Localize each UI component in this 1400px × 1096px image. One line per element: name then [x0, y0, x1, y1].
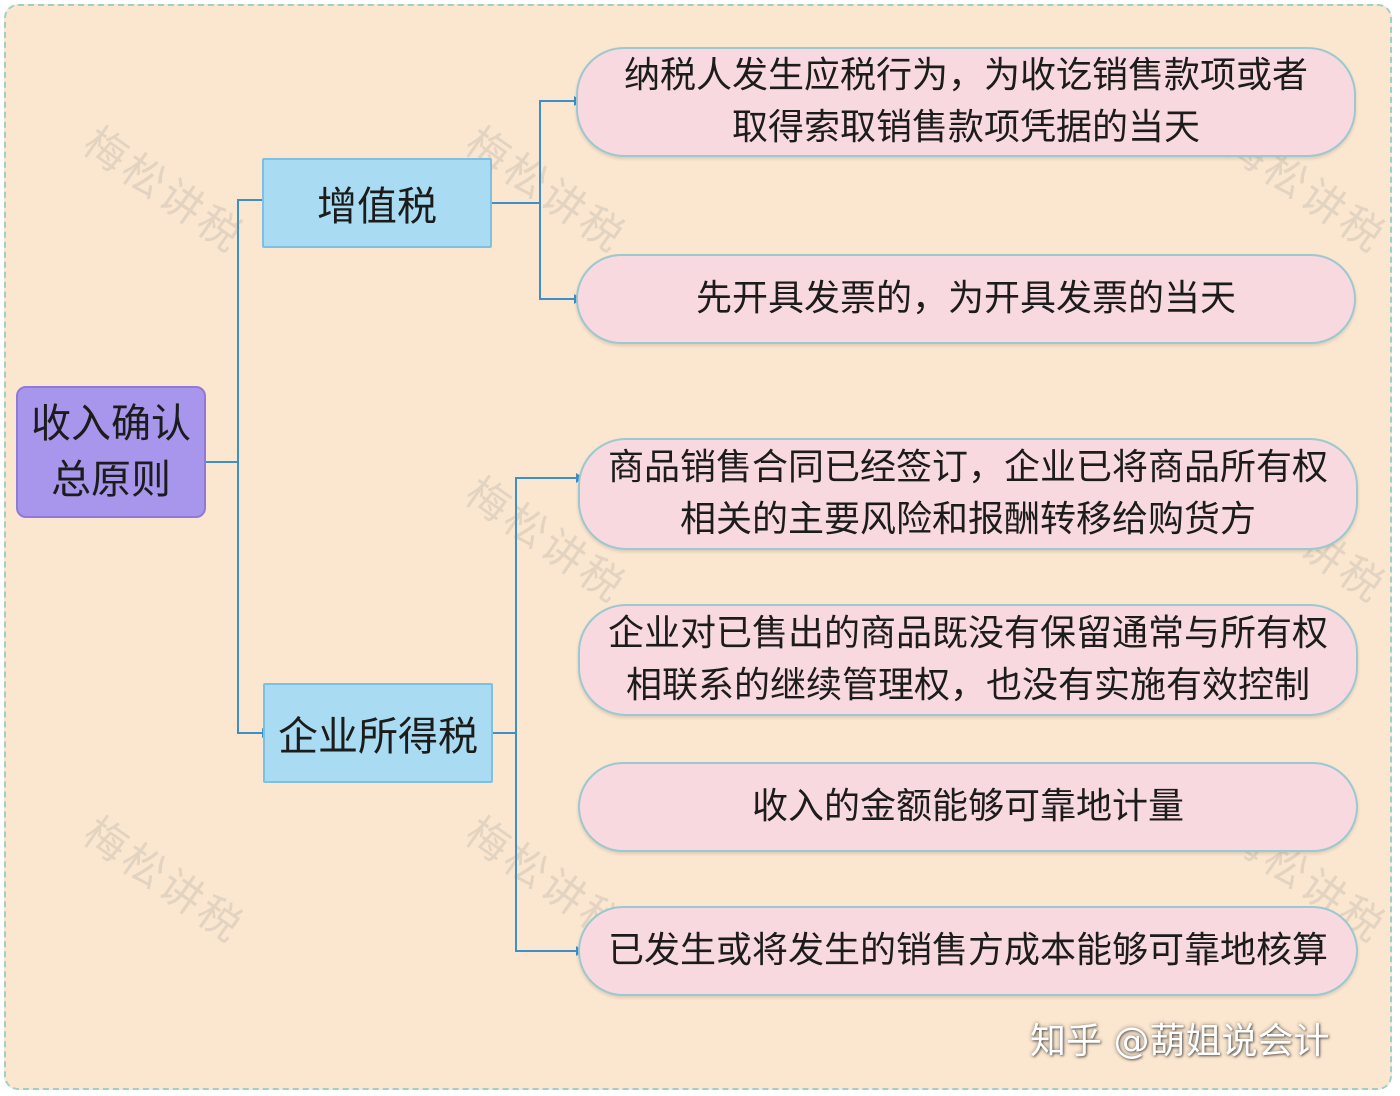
branch-node-vat: 增值税	[262, 158, 492, 248]
leaf-node-cit-3: 收入的金额能够可靠地计量	[578, 762, 1358, 852]
connector-root-to-cit	[237, 462, 262, 734]
leaf-node-cit-1: 商品销售合同已经签订，企业已将商品所有权 相关的主要风险和报酬转移给购货方	[578, 438, 1358, 550]
connector-root-to-vat	[206, 199, 262, 463]
leaf-node-vat-1: 纳税人发生应税行为，为收讫销售款项或者 取得索取销售款项凭据的当天	[576, 47, 1356, 157]
connector-vat-to-leaf-1	[492, 100, 574, 204]
leaf-node-cit-2: 企业对已售出的商品既没有保留通常与所有权 相联系的继续管理权，也没有实施有效控制	[578, 604, 1358, 716]
connector-cit-to-leaf-1	[493, 477, 576, 734]
root-node: 收入确认 总原则	[16, 386, 206, 518]
leaf-node-vat-2: 先开具发票的，为开具发票的当天	[576, 254, 1356, 344]
connector-cit-to-leaf-4	[515, 733, 576, 952]
source-credit: 知乎 @葫姐说会计	[1030, 1021, 1330, 1062]
connector-vat-to-leaf-2	[539, 203, 574, 300]
branch-node-cit: 企业所得税	[263, 683, 493, 783]
leaf-node-cit-4: 已发生或将发生的销售方成本能够可靠地核算	[578, 906, 1358, 996]
